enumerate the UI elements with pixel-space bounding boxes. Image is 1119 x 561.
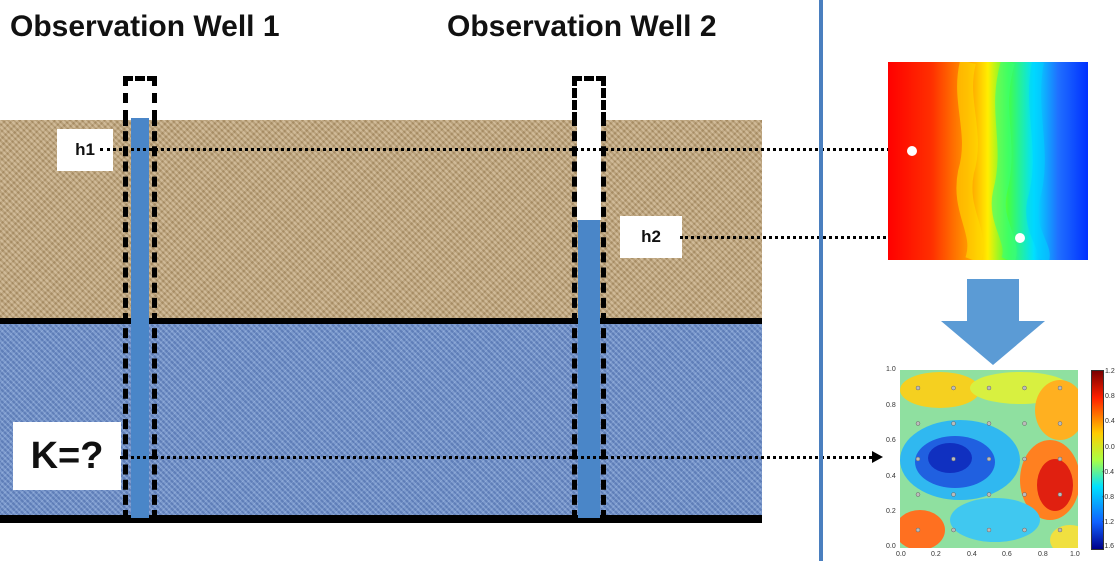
h2-label: h2 [620, 216, 682, 258]
k-x-tick: 1.0 [1070, 551, 1080, 558]
k-y-tick: 0.2 [886, 508, 896, 515]
k-colorbar-tick: -0.8 [1102, 494, 1115, 501]
k-x-tick: 0.6 [1002, 551, 1012, 558]
head-field-contours [956, 62, 1050, 260]
k-sample-point [986, 421, 992, 426]
k-sample-point [1057, 456, 1063, 462]
k-colorbar-tick: -1.2 [1102, 519, 1115, 526]
head-field-map [888, 62, 1088, 260]
layer-boundary-line [0, 318, 762, 324]
well2-casing [572, 116, 606, 520]
k-sample-point [1057, 421, 1063, 426]
k-field-plot: 1.0 0.8 0.6 0.4 0.2 0.0 0.0 0.2 0.4 0.6 … [886, 366, 1119, 561]
h1-sample-point [907, 146, 917, 156]
k-sample-point [986, 527, 992, 533]
k-sample-point [915, 492, 921, 497]
k-sample-point [1022, 492, 1027, 497]
k-x-tick: 0.4 [967, 551, 977, 558]
k-colorbar-tick: -0.4 [1102, 469, 1115, 476]
k-sample-point [1022, 527, 1027, 533]
k-sample-point [951, 421, 956, 426]
k-sample-point [915, 456, 921, 462]
k-field-colorbar [1091, 370, 1104, 550]
k-unknown-label: K=? [13, 422, 121, 490]
well2-water-column [578, 220, 600, 518]
k-colorbar-tick: 0.0 [1105, 444, 1115, 451]
k-sample-point [951, 527, 956, 533]
k-sample-point [951, 385, 956, 391]
k-colorbar-tick: 1.2 [1105, 368, 1115, 375]
k-field-heatmap [900, 370, 1078, 548]
k-sample-point [986, 456, 992, 462]
k-sample-point [915, 527, 921, 533]
k-y-tick: 0.8 [886, 402, 896, 409]
inversion-down-arrow-icon [941, 279, 1045, 365]
well1-title: Observation Well 1 [10, 10, 280, 43]
h1-dotted-arrow-line [100, 148, 890, 151]
h2-dotted-arrow-line [680, 236, 1000, 239]
well1-water-column [131, 118, 149, 518]
k-y-tick: 0.6 [886, 437, 896, 444]
aquifer-base-line [0, 515, 762, 523]
k-colorbar-tick: -1.6 [1102, 543, 1115, 550]
well2-title: Observation Well 2 [447, 10, 717, 43]
k-sample-point [951, 456, 956, 462]
k-y-tick: 0.0 [886, 543, 896, 550]
k-sample-point [986, 385, 992, 391]
k-y-tick: 1.0 [886, 366, 896, 373]
k-sample-point [951, 492, 956, 497]
well2-empty-casing [577, 118, 601, 220]
k-sample-point [1057, 385, 1063, 391]
k-y-tick: 0.4 [886, 473, 896, 480]
k-sample-point [1057, 492, 1063, 497]
panel-divider [819, 0, 823, 561]
k-x-tick: 0.0 [896, 551, 906, 558]
k-field-blobs [900, 370, 1078, 548]
k-arrowhead-icon [872, 451, 883, 463]
k-dotted-arrow-line [120, 456, 872, 459]
well1-casing [123, 116, 157, 520]
k-sample-point [1022, 385, 1027, 391]
k-colorbar-tick: 0.8 [1105, 393, 1115, 400]
k-sample-point [915, 421, 921, 426]
k-sample-point [986, 492, 992, 497]
well1-cap [123, 76, 157, 120]
k-sample-point [915, 385, 921, 391]
h2-sample-point [1015, 233, 1025, 243]
k-colorbar-tick: 0.4 [1105, 418, 1115, 425]
k-x-tick: 0.2 [931, 551, 941, 558]
k-sample-point [1022, 456, 1027, 462]
k-sample-point [1057, 527, 1063, 533]
k-sample-point [1022, 421, 1027, 426]
well2-cap [572, 76, 606, 122]
k-x-tick: 0.8 [1038, 551, 1048, 558]
